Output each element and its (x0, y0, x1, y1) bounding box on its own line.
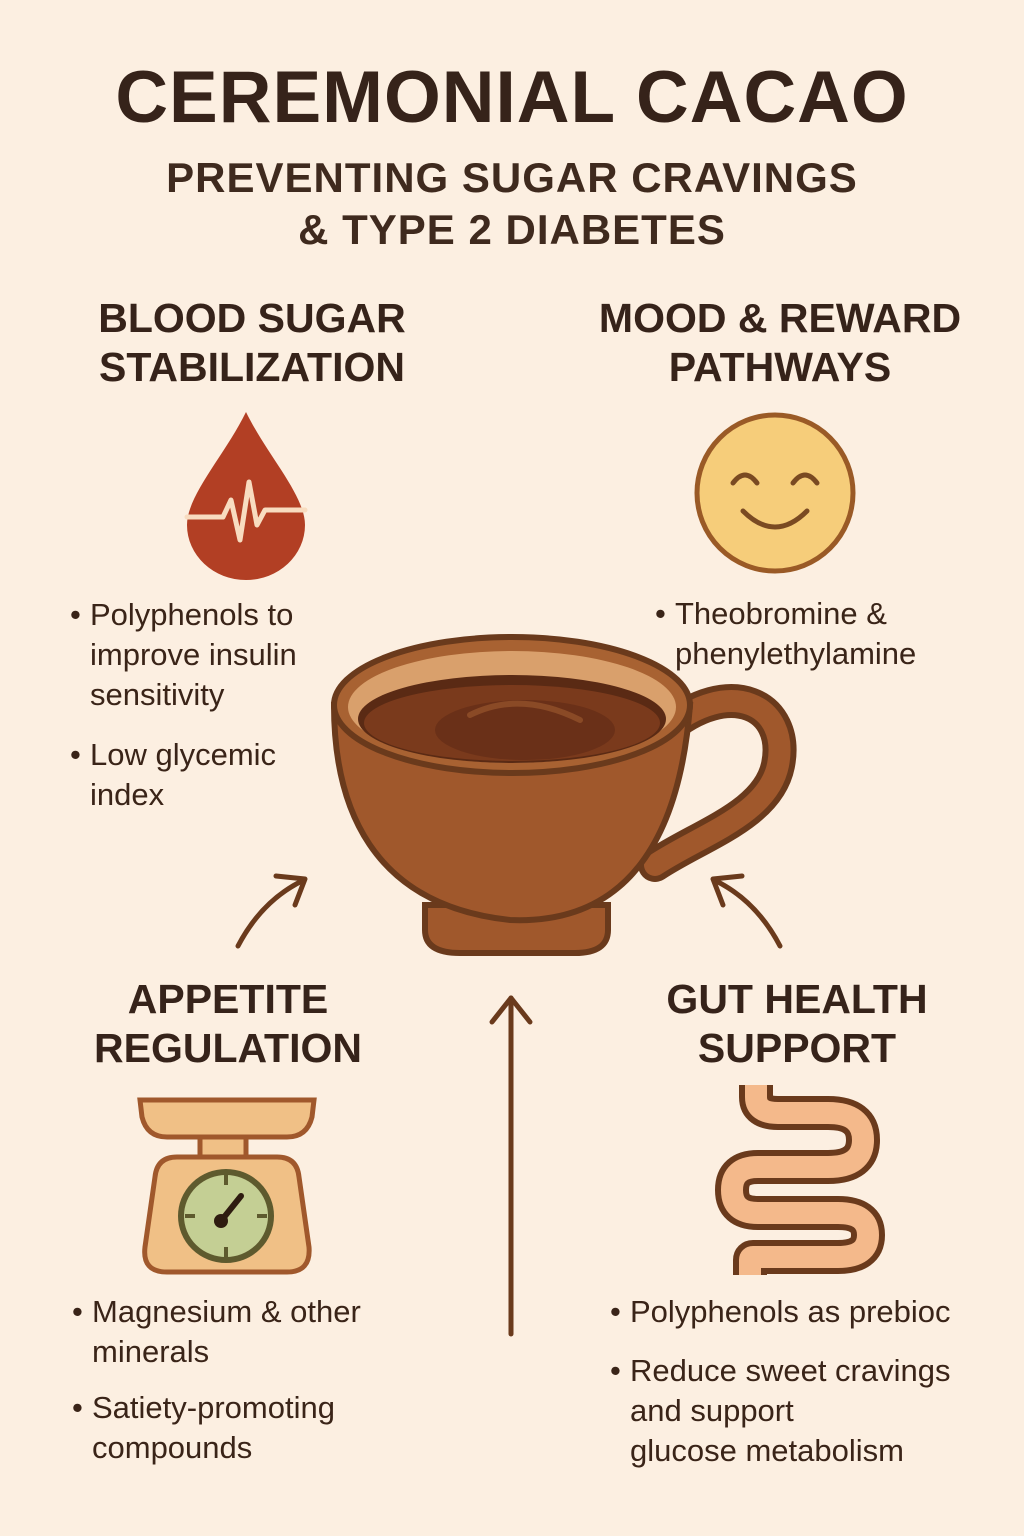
bullet-line: improve insulin (90, 637, 297, 672)
bullet-line: sensitivity (90, 677, 225, 712)
heading-line: SUPPORT (697, 1025, 897, 1071)
bullet-line: and support (630, 1393, 794, 1428)
heading-line: MOOD & REWARD (598, 295, 962, 341)
bullet-line: Satiety-promoting (92, 1390, 335, 1425)
mood-heading: MOOD & REWARD PATHWAYS (570, 294, 990, 392)
heading-line: PATHWAYS (668, 344, 892, 390)
bullet-line: glucose metabolism (630, 1433, 904, 1468)
gut-heading: GUT HEALTH SUPPORT (587, 975, 1007, 1073)
bullet-line: Low glycemic (90, 737, 277, 772)
bullet-line: Polyphenols to (90, 597, 294, 632)
bullet-item: • Reduce sweet cravings and support gluc… (610, 1351, 951, 1471)
bullet-dot: • (72, 1390, 83, 1425)
intestine-icon (714, 1085, 886, 1275)
bullet-line: minerals (92, 1334, 210, 1369)
heading-line: REGULATION (93, 1025, 362, 1071)
blood-sugar-heading: BLOOD SUGAR STABILIZATION (42, 294, 462, 392)
bullet-line: index (90, 777, 165, 812)
bullet-line: Reduce sweet cravings (630, 1353, 951, 1388)
page-title: CEREMONIAL CACAO (115, 57, 909, 138)
heading-line: STABILIZATION (99, 344, 405, 390)
blood-drop-heartbeat-icon (184, 412, 308, 580)
bullet-dot: • (655, 596, 666, 631)
cacao-cup-icon (330, 634, 797, 956)
appetite-heading: APPETITE REGULATION (18, 975, 438, 1073)
subtitle-line-2: & TYPE 2 DIABETES (298, 206, 726, 253)
bullet-item: • Magnesium & other minerals (72, 1292, 361, 1372)
subtitle-line-1: PREVENTING SUGAR CRAVINGS (166, 154, 858, 201)
smiley-face-icon (694, 412, 856, 574)
bullet-dot: • (610, 1353, 621, 1388)
bullet-dot: • (610, 1294, 621, 1329)
bullet-line: compounds (92, 1430, 253, 1465)
bullet-line: phenylethylamine (675, 636, 917, 671)
bullet-dot: • (72, 1294, 83, 1329)
bullet-dot: • (70, 597, 81, 632)
bullet-line: Polyphenols as prebioc (630, 1294, 951, 1329)
bullet-item: • Theobromine & phenylethylamine (655, 594, 917, 674)
bullet-dot: • (70, 737, 81, 772)
bullet-line: Magnesium & other (92, 1294, 361, 1329)
heading-line: APPETITE (127, 976, 329, 1022)
bullet-item: • Satiety-promoting compounds (72, 1388, 335, 1468)
heading-line: BLOOD SUGAR (98, 295, 406, 341)
bullet-item: • Low glycemic index (70, 735, 277, 815)
bullet-line: Theobromine & (675, 596, 887, 631)
kitchen-scale-icon (137, 1097, 317, 1275)
heading-line: GUT HEALTH (666, 976, 928, 1022)
bullet-item: • Polyphenols as prebioc (610, 1292, 951, 1332)
bullet-item: • Polyphenols to improve insulin sensiti… (70, 595, 297, 715)
